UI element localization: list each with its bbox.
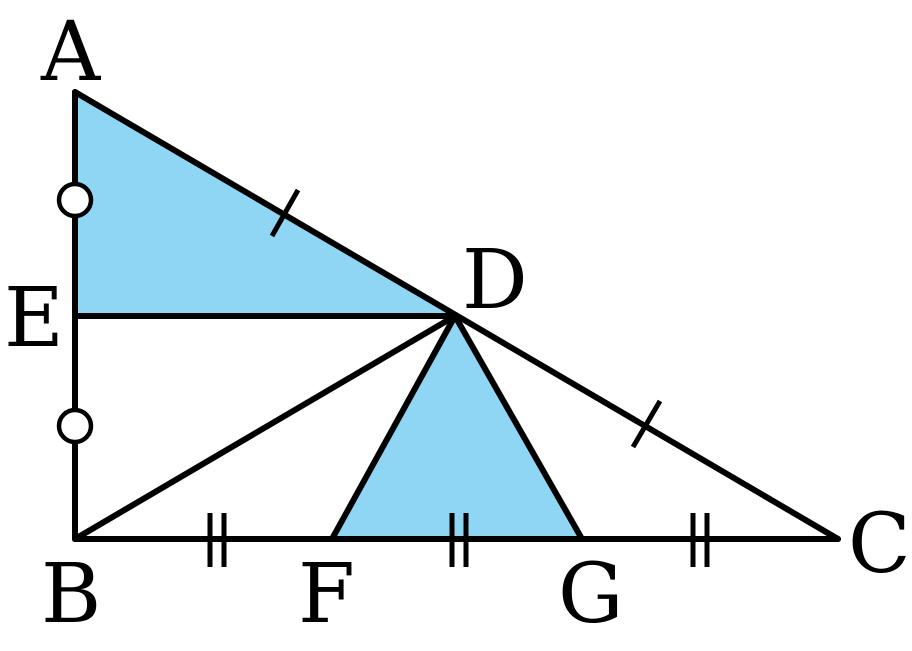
tick-mark-dc: [630, 399, 663, 449]
double-tick-fg: [449, 513, 469, 567]
point-label-c: C: [848, 497, 911, 592]
tick-mark-ad: [269, 188, 301, 238]
point-label-g: G: [558, 547, 624, 642]
segment-bd: [72, 313, 458, 542]
circle-mark-eb: [56, 407, 94, 445]
point-label-d: D: [462, 233, 528, 328]
point-label-a: A: [40, 5, 102, 100]
shaded-triangle-fdg: [332, 316, 582, 539]
point-label-f: F: [298, 547, 355, 642]
segment-gd: [452, 313, 585, 542]
circle-mark-ae: [56, 181, 94, 219]
point-label-e: E: [4, 271, 64, 366]
point-label-b: B: [41, 547, 101, 642]
double-tick-gc: [690, 513, 710, 567]
segment-fd: [329, 313, 458, 542]
double-tick-bf: [207, 513, 227, 567]
